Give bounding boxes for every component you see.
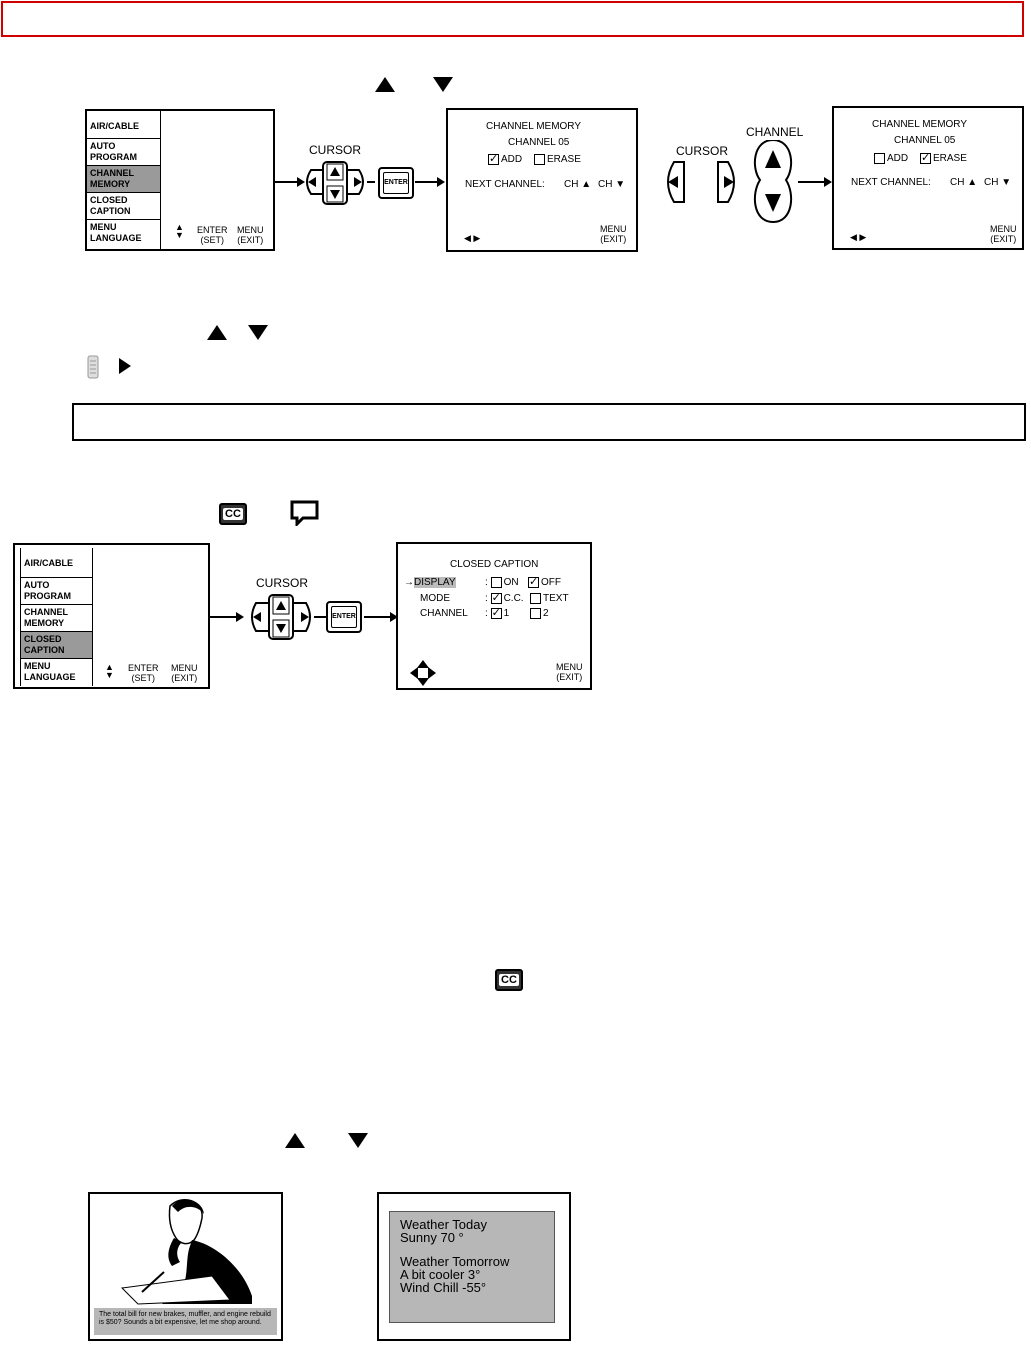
caption-text-box: The total bill for new brakes, muffler, … xyxy=(94,1308,277,1335)
text-mode-example-picture: Weather Today Sunny 70 ° Weather Tomorro… xyxy=(377,1192,571,1341)
updown-arrows-icon: ▲▼ xyxy=(175,223,184,239)
add-option: ADD xyxy=(874,153,908,165)
menu-item-closed-caption: CLOSED CAPTION xyxy=(21,632,92,659)
enter-label: ENTER xyxy=(197,225,228,235)
header-box xyxy=(1,1,1024,37)
menu-item-closed-caption: CLOSED CAPTION xyxy=(87,193,160,220)
triangle-down-icon xyxy=(348,1133,368,1148)
remote-control-icon xyxy=(84,355,102,379)
main-menu-screen-2: AIR/CABLE AUTO PROGRAM CHANNEL MEMORY CL… xyxy=(13,543,210,689)
menu-item-menu-language: MENU LANGUAGE xyxy=(87,220,160,247)
menu-item-auto-program: AUTO PROGRAM xyxy=(87,139,160,166)
closed-caption-screen: CLOSED CAPTION →DISPLAY MODE CHANNEL : O… xyxy=(396,542,592,690)
menu-label: MENU xyxy=(556,662,583,672)
set-label: (SET) xyxy=(128,673,159,683)
cursor-channel-diagram xyxy=(638,140,834,225)
channel-2-checkbox xyxy=(530,608,541,619)
person-on-phone-illustration xyxy=(102,1196,272,1306)
menu-item-channel-memory: CHANNEL MEMORY xyxy=(21,605,92,632)
weather-text-box: Weather Today Sunny 70 ° Weather Tomorro… xyxy=(389,1211,555,1323)
menu-label: MENU xyxy=(600,224,627,234)
ch-up-indicator: CH ▲ xyxy=(564,179,591,191)
add-checkbox xyxy=(874,153,885,164)
ch-down-indicator: CH ▼ xyxy=(984,177,1011,189)
cursor-label-1: CURSOR xyxy=(309,143,361,157)
on-checkbox xyxy=(491,577,502,588)
channel-number: CHANNEL 05 xyxy=(894,135,955,147)
menu-label: MENU xyxy=(171,663,198,673)
ch-up-indicator: CH ▲ xyxy=(950,177,977,189)
channel-row-label: CHANNEL xyxy=(420,608,468,620)
cc-icon: CC xyxy=(495,969,523,991)
next-channel-label: NEXT CHANNEL: xyxy=(851,177,931,189)
exit-label: (EXIT) xyxy=(171,673,198,683)
erase-checkbox xyxy=(534,154,545,165)
channel-1-checkbox-checked: ✓ xyxy=(491,608,502,619)
closed-caption-title: CLOSED CAPTION xyxy=(450,559,538,571)
set-label: (SET) xyxy=(197,235,228,245)
cc-checkbox-checked: ✓ xyxy=(491,593,502,604)
channel-memory-title: CHANNEL MEMORY xyxy=(872,119,967,131)
erase-option: ✓ERASE xyxy=(920,153,967,165)
enter-label: ENTER xyxy=(128,663,159,673)
text-checkbox xyxy=(530,593,541,604)
triangle-down-icon xyxy=(433,77,453,92)
exit-label: (EXIT) xyxy=(600,234,627,244)
menu-item-air-cable: AIR/CABLE xyxy=(87,111,160,139)
menu-label: MENU xyxy=(990,224,1017,234)
mode-cc-option: : ✓C.C. xyxy=(485,593,524,605)
add-checkbox-checked: ✓ xyxy=(488,154,499,165)
next-channel-label: NEXT CHANNEL: xyxy=(465,179,545,191)
triangle-right-icon xyxy=(119,358,131,374)
exit-label: (EXIT) xyxy=(237,235,264,245)
channel-2-option: 2 xyxy=(530,608,549,620)
off-checkbox-checked: ✓ xyxy=(528,577,539,588)
weather-line: Wind Chill -55° xyxy=(400,1281,544,1294)
display-off-option: ✓OFF xyxy=(528,577,561,589)
cursor-label-2: CURSOR xyxy=(676,144,728,158)
triangle-up-icon xyxy=(207,325,227,340)
channel-memory-screen-erase: CHANNEL MEMORY CHANNEL 05 ADD ✓ERASE NEX… xyxy=(832,106,1024,250)
left-right-arrows-icon: ◀ ▶ xyxy=(464,232,480,244)
section-header-box xyxy=(72,403,1026,441)
triangle-up-icon xyxy=(375,77,395,92)
channel-memory-title: CHANNEL MEMORY xyxy=(486,121,581,133)
exit-label: (EXIT) xyxy=(556,672,583,682)
display-row-label: →DISPLAY xyxy=(404,577,456,589)
add-option: ✓ADD xyxy=(488,154,522,166)
mode-text-option: TEXT xyxy=(530,593,569,605)
updown-arrows-icon: ▲▼ xyxy=(105,663,114,679)
caption-example-picture: The total bill for new brakes, muffler, … xyxy=(88,1192,283,1341)
cursor-diagram-1 xyxy=(275,140,450,225)
speech-bubble-icon xyxy=(290,500,320,526)
enter-button-1: ENTER xyxy=(378,167,414,199)
four-way-arrow-icon xyxy=(410,660,436,686)
weather-line: Sunny 70 ° xyxy=(400,1231,544,1244)
channel-memory-screen-add: CHANNEL MEMORY CHANNEL 05 ✓ADD ERASE NEX… xyxy=(446,108,638,252)
enter-button-2: ENTER xyxy=(326,601,362,633)
menu-item-menu-language: MENU LANGUAGE xyxy=(21,659,92,686)
channel-label: CHANNEL xyxy=(746,125,803,139)
menu-label: MENU xyxy=(237,225,264,235)
menu-item-auto-program: AUTO PROGRAM xyxy=(21,578,92,605)
mode-row-label: MODE xyxy=(420,593,450,605)
ch-down-indicator: CH ▼ xyxy=(598,179,625,191)
menu-item-air-cable: AIR/CABLE xyxy=(21,548,92,578)
erase-checkbox-checked: ✓ xyxy=(920,153,931,164)
cc-icon: CC xyxy=(219,503,247,525)
cursor-label-3: CURSOR xyxy=(256,576,308,590)
exit-label: (EXIT) xyxy=(990,234,1017,244)
triangle-down-icon xyxy=(248,325,268,340)
left-right-arrows-icon: ◀ ▶ xyxy=(850,231,866,243)
channel-number: CHANNEL 05 xyxy=(508,137,569,149)
erase-option: ERASE xyxy=(534,154,581,166)
triangle-up-icon xyxy=(285,1133,305,1148)
main-menu-screen-1: AIR/CABLE AUTO PROGRAM CHANNEL MEMORY CL… xyxy=(85,109,275,251)
display-on-option: : ON xyxy=(485,577,519,589)
menu-item-channel-memory: CHANNEL MEMORY xyxy=(87,166,160,193)
channel-1-option: : ✓1 xyxy=(485,608,509,620)
